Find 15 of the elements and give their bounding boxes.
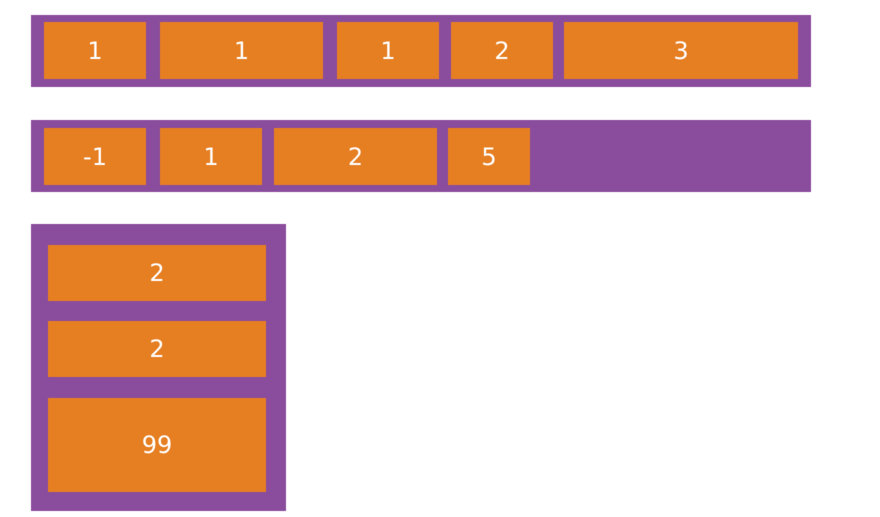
flex-item: 1 [160,22,323,79]
flex-item: 2 [274,128,437,185]
flex-item: 1 [160,128,262,185]
flex-item: 1 [337,22,439,79]
flex-item: -1 [44,128,146,185]
flex-item: 5 [448,128,530,185]
flex-item: 2 [48,321,266,377]
flex-container [31,224,286,511]
flex-item: 99 [48,398,266,492]
flex-container [31,15,811,87]
flex-item: 1 [44,22,146,79]
flex-container [31,120,811,192]
flex-item: 3 [564,22,798,79]
flex-item: 2 [48,245,266,301]
flex-item: 2 [451,22,553,79]
